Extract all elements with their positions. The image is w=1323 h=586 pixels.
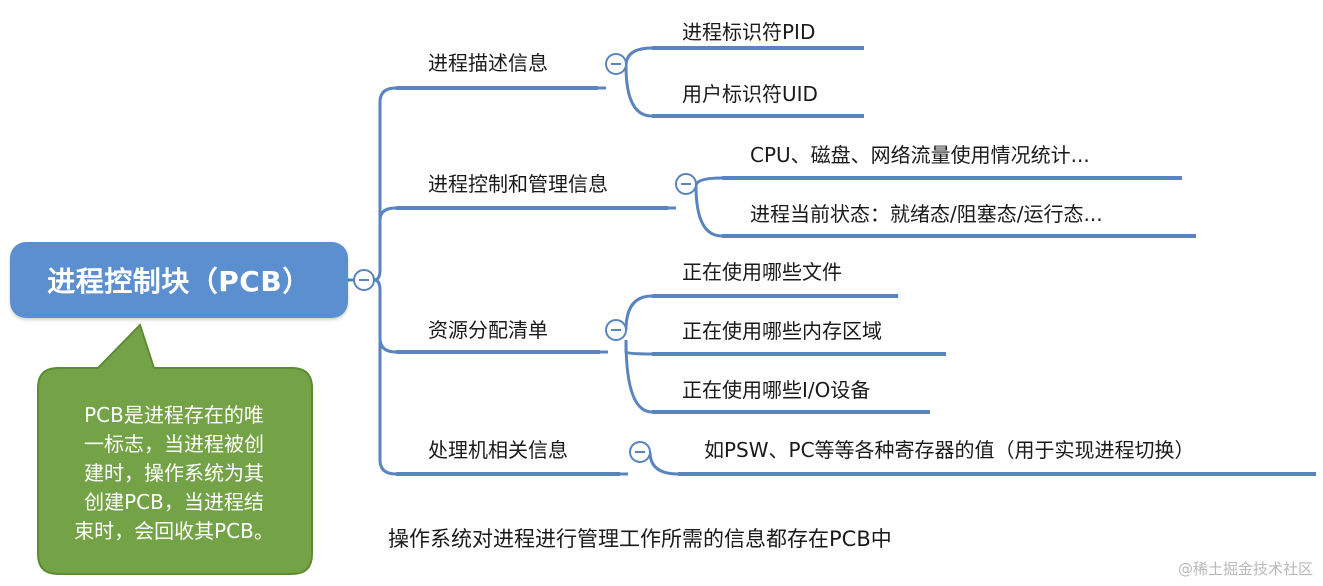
callout-bubble (37, 323, 313, 575)
collapse-minus-icon[interactable] (605, 319, 627, 341)
trunk-b2 (378, 206, 397, 221)
leaf-node[interactable]: 用户标识符UID (682, 82, 818, 106)
root-node-label: 进程控制块（PCB） (47, 265, 311, 298)
callout-text: PCB是进程存在的唯 一标志，当进程被创 建时，操作系统为其 创建PCB，当进程… (74, 402, 274, 543)
collapse-minus-icon[interactable] (629, 441, 651, 463)
watermark: @稀土掘金技术社区 (1177, 560, 1313, 578)
leaf-node[interactable]: 正在使用哪些内存区域 (682, 319, 882, 343)
trunk-b4 (378, 338, 397, 476)
leaf-node[interactable]: 如PSW、PC等等各种寄存器的值（用于实现进程切换） (704, 438, 1195, 462)
leaf-node[interactable]: 进程当前状态：就绪态/阻塞态/运行态... (750, 202, 1103, 226)
trunk-b3 (373, 278, 397, 354)
leaf-node[interactable]: CPU、磁盘、网络流量使用情况统计... (750, 143, 1090, 167)
summary-note: 操作系统对进程进行管理工作所需的信息都存在PCB中 (388, 527, 892, 551)
leaf-node[interactable]: 进程标识符PID (682, 20, 816, 44)
collapse-minus-icon[interactable] (605, 53, 627, 75)
leaf-node[interactable]: 正在使用哪些文件 (682, 260, 842, 284)
branch-node-process-description[interactable]: 进程描述信息 (428, 51, 548, 75)
branch-node-resource-list[interactable]: 资源分配清单 (428, 318, 548, 342)
trunk-top (373, 86, 397, 282)
leaf-node[interactable]: 正在使用哪些I/O设备 (682, 378, 871, 402)
collapse-minus-icon[interactable] (353, 269, 375, 291)
root-node[interactable]: 进程控制块（PCB） (10, 242, 348, 318)
collapse-minus-icon[interactable] (675, 173, 697, 195)
branch-node-processor-info[interactable]: 处理机相关信息 (428, 438, 568, 462)
branch-node-process-control[interactable]: 进程控制和管理信息 (428, 172, 608, 196)
